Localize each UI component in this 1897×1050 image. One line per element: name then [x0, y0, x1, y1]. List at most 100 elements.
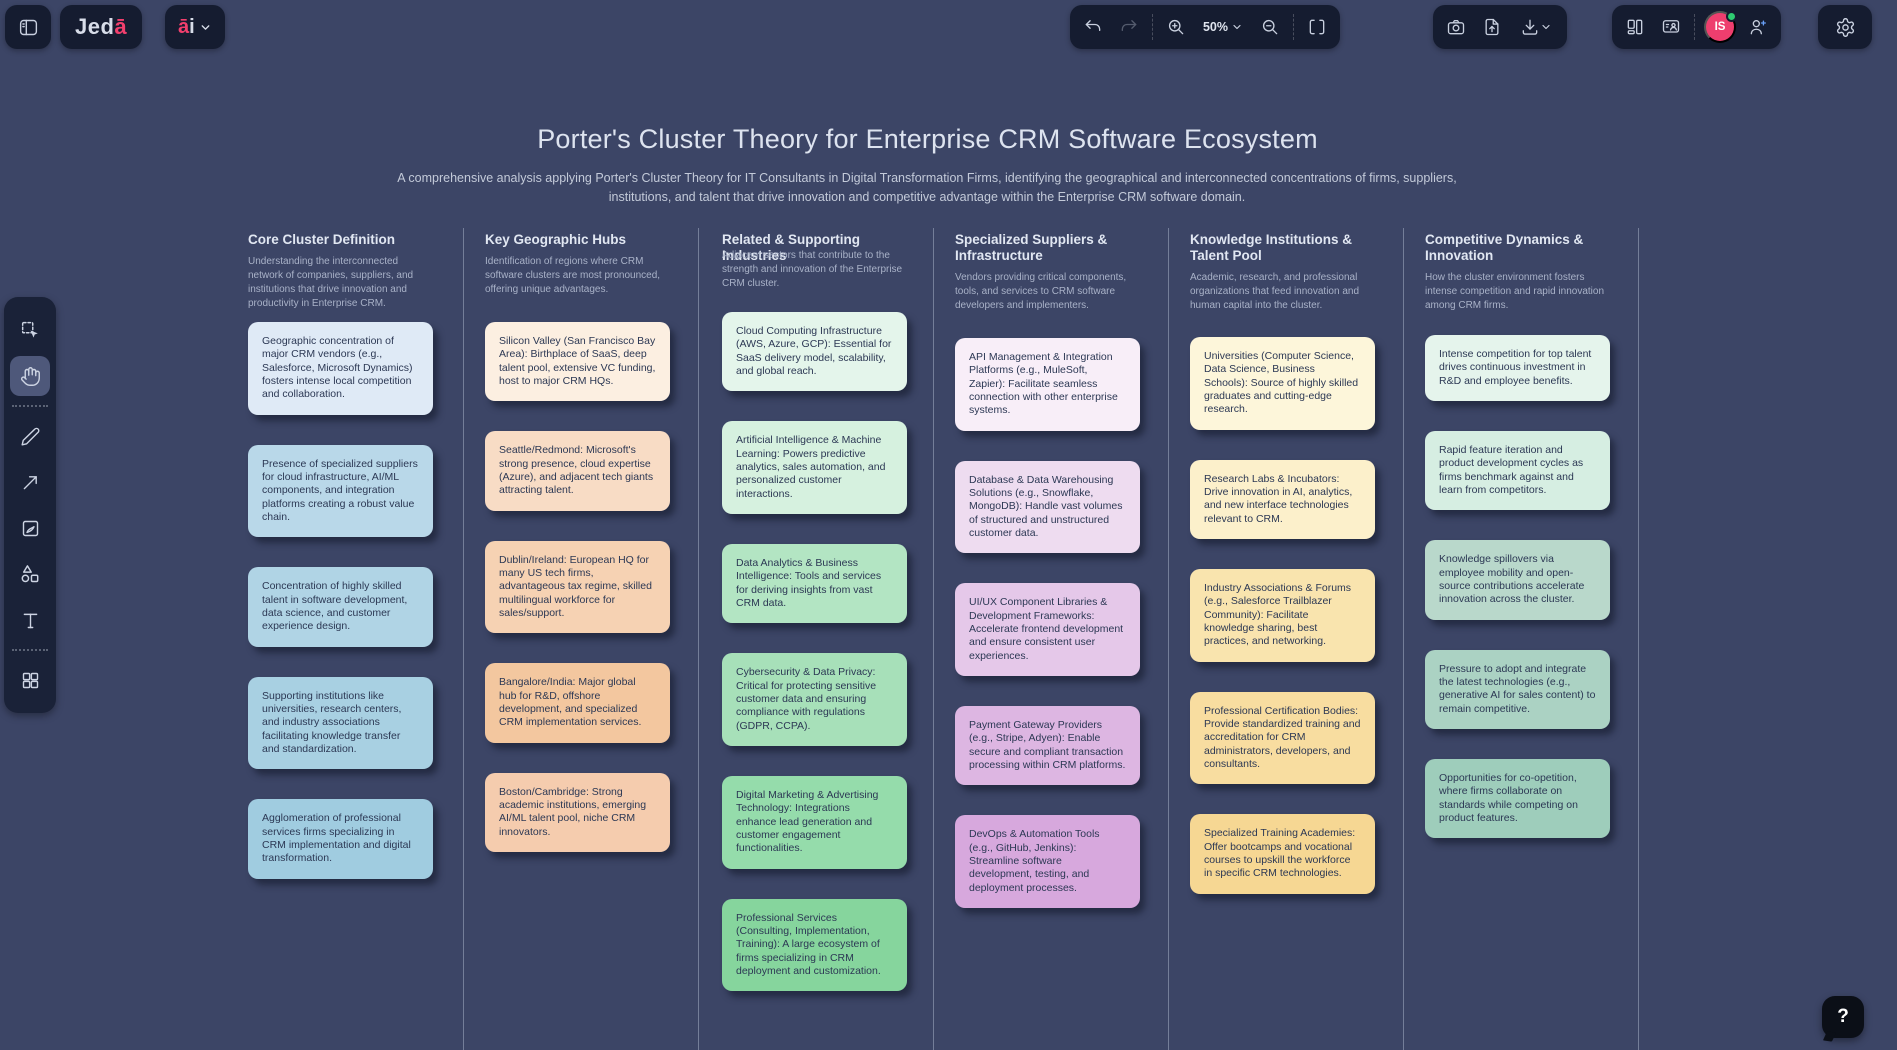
sticky-note[interactable]: Bangalore/India: Major global hub for R&…	[485, 663, 670, 743]
export-button[interactable]	[1510, 9, 1562, 45]
toolbar-divider	[1152, 14, 1153, 40]
zoom-level-value: 50%	[1202, 20, 1229, 34]
column-description[interactable]: Adjacent sectors that contribute to the …	[722, 250, 903, 289]
column-title[interactable]: Specialized Suppliers & Infrastructure	[955, 232, 1108, 264]
toolbar-divider	[1293, 14, 1294, 40]
sticky-note-tool[interactable]	[10, 508, 50, 548]
sticky-note[interactable]: Payment Gateway Providers (e.g., Stripe,…	[955, 705, 1140, 786]
sticky-note[interactable]: Knowledge spillovers via employee mobili…	[1425, 540, 1610, 620]
fullscreen-button[interactable]	[1299, 9, 1335, 45]
logo-panel: Jedā	[60, 5, 143, 49]
sidebar-toggle-panel	[5, 5, 51, 49]
sticky-note[interactable]: Agglomeration of professional services f…	[248, 799, 433, 879]
screenshot-button[interactable]	[1438, 9, 1474, 45]
sticky-note[interactable]: Cloud Computing Infrastructure (AWS, Azu…	[722, 312, 907, 392]
sticky-note[interactable]: Intense competition for top talent drive…	[1425, 335, 1610, 401]
camera-icon	[1447, 20, 1465, 35]
sticky-note[interactable]: Pressure to adopt and integrate the late…	[1425, 649, 1610, 729]
invite-user-button[interactable]	[1740, 9, 1776, 45]
pen-tool[interactable]	[10, 416, 50, 456]
sticky-note[interactable]: Professional Certification Bodies: Provi…	[1190, 691, 1375, 785]
sticky-note[interactable]: Boston/Cambridge: Strong academic instit…	[485, 772, 670, 852]
sticky-note[interactable]: Supporting institutions like universitie…	[248, 676, 433, 770]
sticky-note[interactable]: API Management & Integration Platforms (…	[955, 338, 1140, 431]
sticky-note[interactable]: Artificial Intelligence & Machine Learni…	[722, 421, 907, 514]
column-description[interactable]: Identification of regions where CRM soft…	[485, 256, 661, 295]
hand-tool[interactable]	[10, 356, 50, 396]
grid-icon	[22, 672, 38, 688]
sticky-note[interactable]: Research Labs & Incubators: Drive innova…	[1190, 459, 1375, 539]
avatar[interactable]: IS	[1704, 11, 1737, 43]
zoom-level-select[interactable]: 50%	[1194, 9, 1252, 45]
import-button[interactable]	[1474, 9, 1510, 45]
jeda-logo[interactable]: Jedā	[65, 14, 137, 40]
column-description[interactable]: Academic, research, and professional org…	[1190, 272, 1360, 311]
notes-stack: API Management & Integration Platforms (…	[955, 338, 1151, 938]
sticky-note[interactable]: Data Analytics & Business Intelligence: …	[722, 543, 907, 624]
present-button[interactable]	[1653, 9, 1689, 45]
history-zoom-panel: 50%	[1070, 5, 1340, 49]
column-title[interactable]: Key Geographic Hubs	[485, 232, 627, 247]
sticky-note[interactable]: Concentration of highly skilled talent i…	[248, 567, 433, 647]
sticky-note[interactable]: Silicon Valley (San Francisco Bay Area):…	[485, 322, 670, 402]
online-status-dot	[1726, 11, 1737, 22]
text-tool[interactable]	[10, 600, 50, 640]
ai-panel: āi	[165, 5, 225, 49]
text-icon	[23, 613, 37, 628]
ai-accent-text: ā	[178, 15, 190, 38]
select-tool[interactable]	[10, 310, 50, 350]
column-title[interactable]: Knowledge Institutions & Talent Pool	[1190, 232, 1352, 264]
column-description[interactable]: Vendors providing critical components, t…	[955, 272, 1127, 311]
column-description[interactable]: Understanding the interconnected network…	[248, 256, 414, 309]
sticky-note[interactable]: Universities (Computer Science, Data Sci…	[1190, 337, 1375, 430]
column-title[interactable]: Competitive Dynamics & Innovation	[1425, 232, 1584, 264]
sticky-note[interactable]: Cybersecurity & Data Privacy: Critical f…	[722, 653, 907, 746]
file-upload-icon	[1485, 18, 1499, 36]
help-button[interactable]: ?	[1822, 996, 1864, 1038]
settings-panel	[1818, 5, 1872, 49]
sticky-note[interactable]: Database & Data Warehousing Solutions (e…	[955, 460, 1140, 554]
zoom-in-button[interactable]	[1158, 9, 1194, 45]
connector-tool[interactable]	[10, 462, 50, 502]
sticky-note[interactable]: DevOps & Automation Tools (e.g., GitHub,…	[955, 815, 1140, 908]
sticky-note[interactable]: Rapid feature iteration and product deve…	[1425, 430, 1610, 511]
sticky-note[interactable]: Presence of specialized suppliers for cl…	[248, 444, 433, 538]
arrow-icon	[23, 475, 37, 489]
settings-button[interactable]	[1827, 9, 1863, 45]
layout-view-button[interactable]	[1617, 9, 1653, 45]
column-description[interactable]: How the cluster environment fosters inte…	[1425, 272, 1605, 311]
templates-tool[interactable]	[10, 660, 50, 700]
shapes-tool[interactable]	[10, 554, 50, 594]
undo-button[interactable]	[1075, 9, 1111, 45]
chevron-down-icon	[1233, 24, 1241, 30]
redo-button[interactable]	[1111, 9, 1147, 45]
pencil-icon	[20, 427, 39, 446]
column-separator	[1403, 228, 1404, 1050]
sticky-note[interactable]: Digital Marketing & Advertising Technolo…	[722, 775, 907, 869]
ai-menu-button[interactable]: āi	[170, 16, 220, 39]
notes-stack: Intense competition for top talent drive…	[1425, 335, 1621, 868]
select-icon	[21, 321, 38, 338]
sticky-note[interactable]: Professional Services (Consulting, Imple…	[722, 898, 907, 992]
sticky-note[interactable]: UI/UX Component Libraries & Development …	[955, 583, 1140, 676]
board-subtitle[interactable]: A comprehensive analysis applying Porter…	[397, 171, 1457, 204]
column-separator	[698, 228, 699, 1050]
chevron-down-icon	[1542, 24, 1550, 30]
panel-toggle-button[interactable]	[10, 9, 46, 45]
column-title[interactable]: Related & Supporting Industries	[722, 232, 860, 264]
note-icon	[22, 520, 38, 536]
column-title[interactable]: Core Cluster Definition	[248, 232, 396, 247]
zoom-out-button[interactable]	[1252, 9, 1288, 45]
notes-stack: Geographic concentration of major CRM ve…	[248, 322, 444, 909]
sticky-note[interactable]: Seattle/Redmond: Microsoft's strong pres…	[485, 431, 670, 511]
sticky-note[interactable]: Specialized Training Academies: Offer bo…	[1190, 814, 1375, 894]
sticky-note[interactable]: Geographic concentration of major CRM ve…	[248, 322, 433, 415]
sticky-note[interactable]: Dublin/Ireland: European HQ for many US …	[485, 540, 670, 634]
board-title[interactable]: Porter's Cluster Theory for Enterprise C…	[537, 124, 1318, 154]
column-separator	[463, 228, 464, 1050]
sticky-note[interactable]: Opportunities for co-opetition, where fi…	[1425, 758, 1610, 839]
sticky-note[interactable]: Industry Associations & Forums (e.g., Sa…	[1190, 568, 1375, 662]
